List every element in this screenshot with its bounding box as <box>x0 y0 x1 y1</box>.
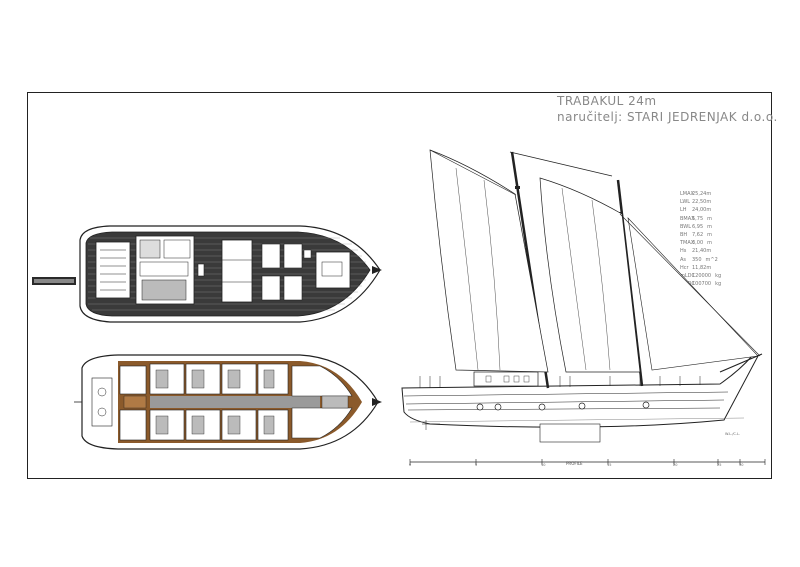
stern-boom-inner <box>34 279 74 283</box>
spec-key: BWL <box>680 223 691 230</box>
spec-value: 350 <box>692 256 702 263</box>
spec-value: 22,50m <box>692 199 712 206</box>
spec-value: 100700 <box>692 281 712 288</box>
spec-unit: m <box>707 232 713 239</box>
scale-tick-label: 20 <box>673 463 678 467</box>
portholes <box>476 401 650 411</box>
interior-plan <box>74 354 382 450</box>
spec-row: LMAX25,24m <box>680 190 721 198</box>
spec-key: mLDC <box>680 273 695 280</box>
spec-unit: kg <box>715 281 722 288</box>
spec-key: As <box>680 256 687 263</box>
deck-plan-top <box>32 225 382 323</box>
aft-cabin-starboard <box>119 409 147 441</box>
scale-tick-label: 15 <box>607 463 612 467</box>
forward-crew-cabin-starboard <box>291 407 353 439</box>
spec-unit: m <box>707 215 713 222</box>
interior-bow-tip <box>372 398 382 406</box>
aft-deckhouse <box>95 241 131 299</box>
cabins-starboard <box>149 409 289 441</box>
spec-unit: kg <box>715 273 722 280</box>
sunbeds <box>261 243 303 301</box>
spec-value: 120000 <box>692 273 712 280</box>
spec-value: 25,24m <box>692 191 712 197</box>
spec-row: LH 24,00m <box>680 206 721 214</box>
main-mast-footing <box>197 263 205 277</box>
spec-key: LWL <box>680 199 691 206</box>
bowsprit <box>719 353 763 373</box>
spec-value: 5,75 <box>692 215 704 222</box>
central-corridor <box>150 396 320 408</box>
client-name: naručitelj: STARI JEDRENJAK d.o.o. <box>557 110 778 124</box>
spec-key: LH <box>680 207 687 214</box>
spec-value: 7,62 <box>692 232 704 239</box>
cargo-hatch <box>221 239 253 303</box>
forward-crew-cabin-port <box>291 365 353 397</box>
waterline <box>409 417 745 423</box>
spec-value: 6,95 <box>692 223 704 230</box>
fore-mast-footing <box>303 249 312 259</box>
spec-unit: m^2 <box>705 256 718 263</box>
spec-key: LMAX <box>680 191 694 197</box>
spec-key: BMAX <box>680 215 695 222</box>
drawing-title: TRABAKUL 24m <box>557 94 657 108</box>
spec-unit: m <box>707 223 713 230</box>
main-sail <box>429 149 549 373</box>
spec-unit: m <box>707 240 713 247</box>
top-stay <box>509 151 613 177</box>
spec-key: BH <box>680 232 688 239</box>
top-bow-tip <box>372 266 382 274</box>
spec-value: 21,40m <box>692 248 712 255</box>
spec-key: Hs <box>680 248 687 255</box>
waterline-label: W.L./C.L. <box>725 432 741 436</box>
aft-cabin-port <box>119 365 147 395</box>
jib-sail <box>627 217 759 371</box>
spec-value: 24,00m <box>692 207 712 214</box>
scale-tick-label: 30 <box>739 463 744 467</box>
cabin-bunks <box>155 369 275 435</box>
scale-tick-label: 25 <box>717 463 722 467</box>
hull-strakes <box>403 391 729 411</box>
profile-sail-plan <box>401 149 763 443</box>
spec-key: TMAX <box>680 240 695 247</box>
keel <box>539 423 601 443</box>
spec-key: Hcr <box>680 264 689 271</box>
spec-value: 11,82m <box>692 264 712 271</box>
spec-row: Hs 21,40m <box>680 247 721 255</box>
spec-value: 3,00 <box>692 240 704 247</box>
fore-stay <box>619 213 761 357</box>
scale-tick-label: 10 <box>541 463 546 467</box>
scale-bar <box>409 459 766 465</box>
profile-label: PROFILE <box>566 461 583 466</box>
rail-stanchions <box>419 376 701 388</box>
engine-room <box>91 377 113 427</box>
aft-stairs <box>123 395 147 409</box>
fore-sail <box>539 177 641 373</box>
